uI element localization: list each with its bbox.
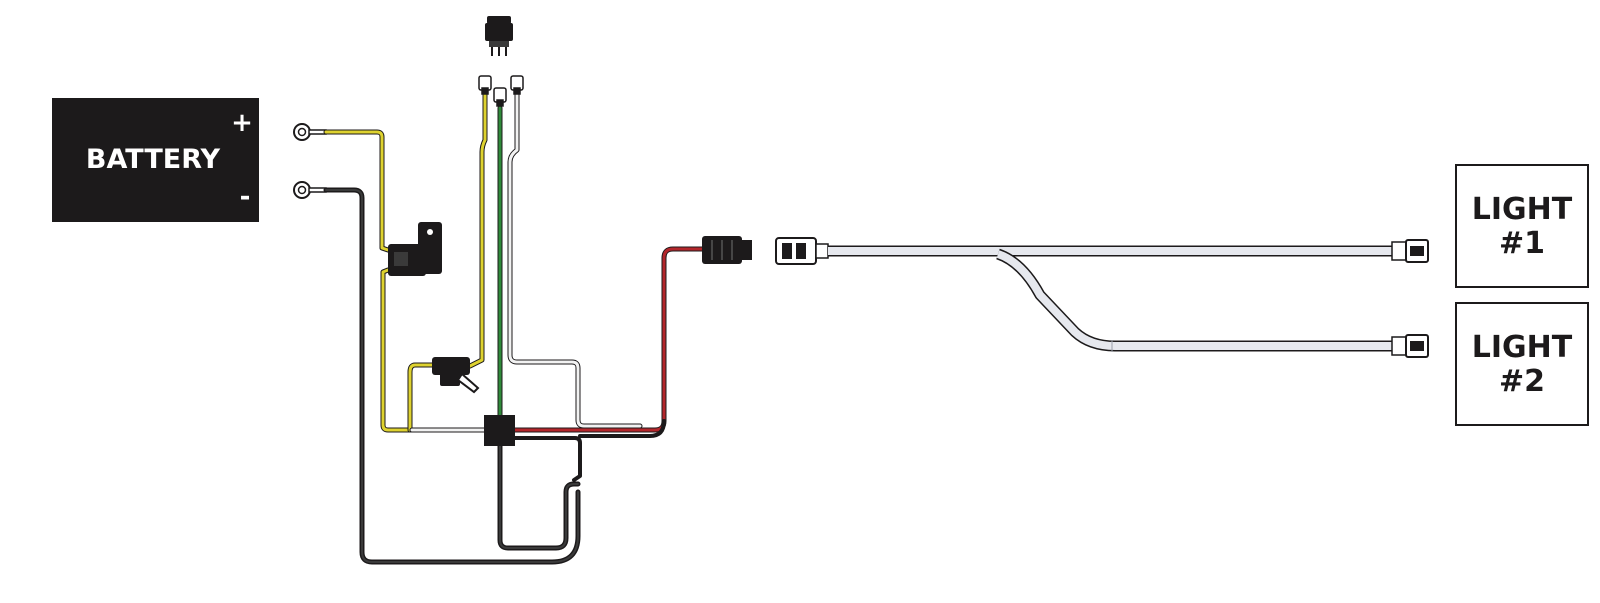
light-2-label-line1: LIGHT: [1472, 330, 1573, 365]
ring-terminal-negative: [293, 181, 327, 199]
relay: [388, 222, 442, 276]
wire-yellow-battery: [323, 129, 415, 433]
battery-negative-sign: -: [240, 182, 251, 212]
wire-yellow-fuse: [407, 362, 435, 433]
battery-positive-sign: +: [231, 108, 253, 138]
wires: [323, 89, 705, 565]
wire-white-switch: [507, 89, 643, 429]
light-2-label-line2: #2: [1499, 364, 1545, 399]
light-1-box: LIGHT #1: [1455, 164, 1589, 288]
light-connector-2: [1391, 334, 1429, 358]
light-2-box: LIGHT #2: [1455, 302, 1589, 426]
ring-terminal-positive: [293, 123, 327, 141]
spade-terminals: [478, 75, 524, 107]
wire-red: [512, 246, 705, 433]
light-1-label-line1: LIGHT: [1472, 192, 1573, 227]
light-harness: [828, 245, 1395, 352]
plug-connector-male: [775, 237, 829, 265]
battery-block: BATTERY + -: [52, 98, 259, 222]
light-connector-1: [1391, 239, 1429, 263]
battery-label: BATTERY: [86, 144, 221, 175]
junction-block: [484, 415, 515, 446]
light-1-label-line2: #1: [1499, 226, 1545, 261]
plug-connector-female: [702, 236, 752, 264]
rocker-switch: [485, 16, 513, 56]
fuse-holder: [432, 357, 480, 394]
